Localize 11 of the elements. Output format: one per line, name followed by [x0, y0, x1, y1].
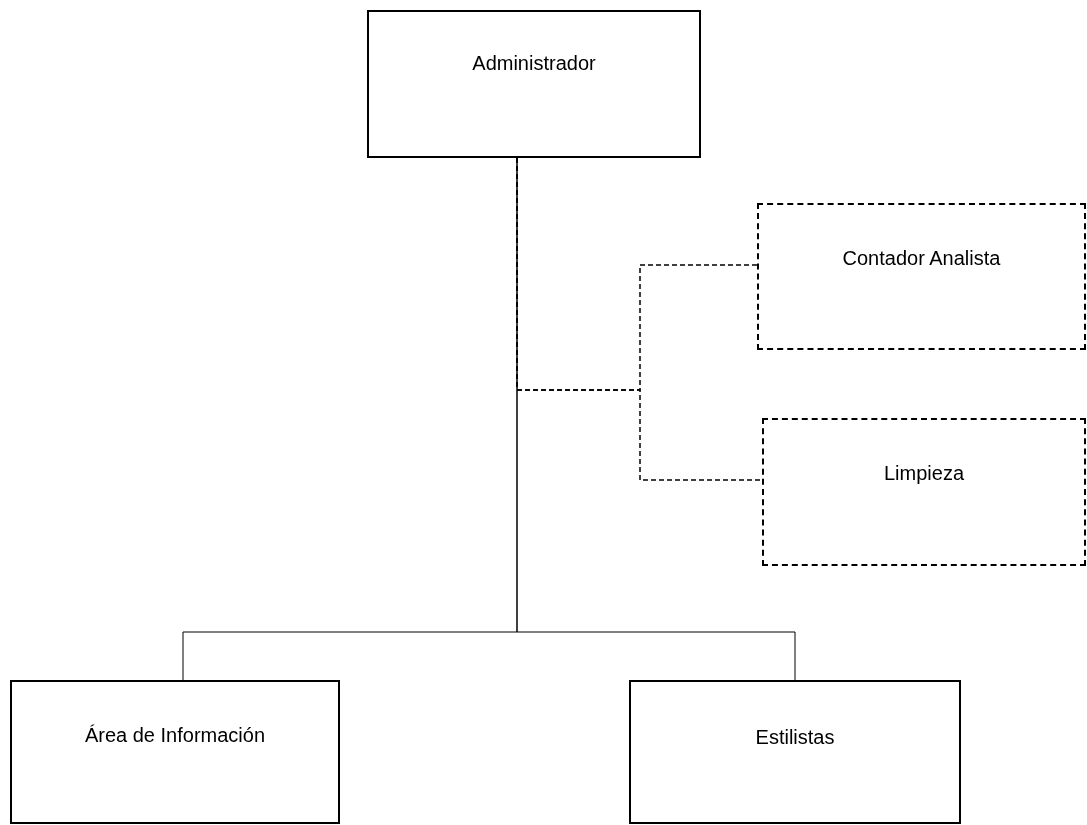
box-label: Estilistas: [755, 725, 835, 750]
org-box: [757, 203, 1086, 350]
box-label: Limpieza: [883, 461, 964, 486]
dashed-connector: [516, 157, 763, 481]
org-box: [629, 680, 961, 824]
box-label: Área de Información: [84, 723, 266, 748]
box-label: Contador Analista: [842, 246, 1001, 271]
org-box: [10, 680, 340, 824]
org-box: [367, 10, 701, 158]
org-box: [762, 418, 1086, 566]
box-label: Administrador: [472, 51, 596, 76]
